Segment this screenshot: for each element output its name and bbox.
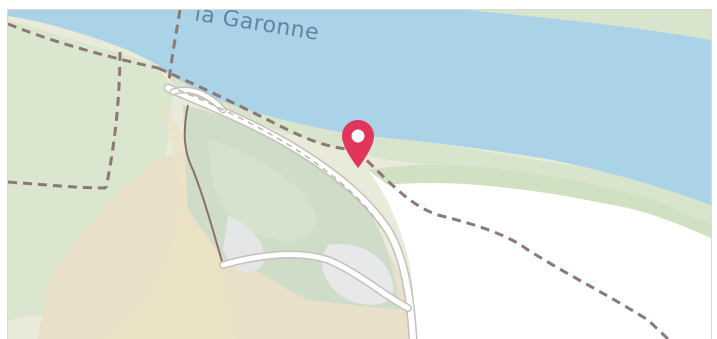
riverbank-grass [158, 65, 711, 230]
footpath-vertical-left [104, 51, 122, 189]
footpath-top-left [8, 22, 159, 70]
sand-edge-vegetation [368, 164, 711, 238]
sand-area [368, 164, 711, 339]
roads [163, 83, 418, 339]
map-view[interactable]: la Garonne [7, 9, 712, 339]
footpaths [8, 10, 670, 339]
boundary-line [183, 104, 224, 266]
map-canvas[interactable]: la Garonne [8, 10, 711, 339]
river-water [8, 10, 711, 205]
grass-patch [208, 140, 317, 241]
map-pin-icon[interactable] [342, 120, 374, 168]
road-dash-overlay [177, 89, 385, 233]
footpath-riverside [354, 148, 670, 339]
footpath-north [166, 10, 182, 91]
river-far-bank [468, 10, 711, 40]
map-pin-hole [351, 129, 365, 143]
footpath-bottom-left [8, 180, 107, 190]
